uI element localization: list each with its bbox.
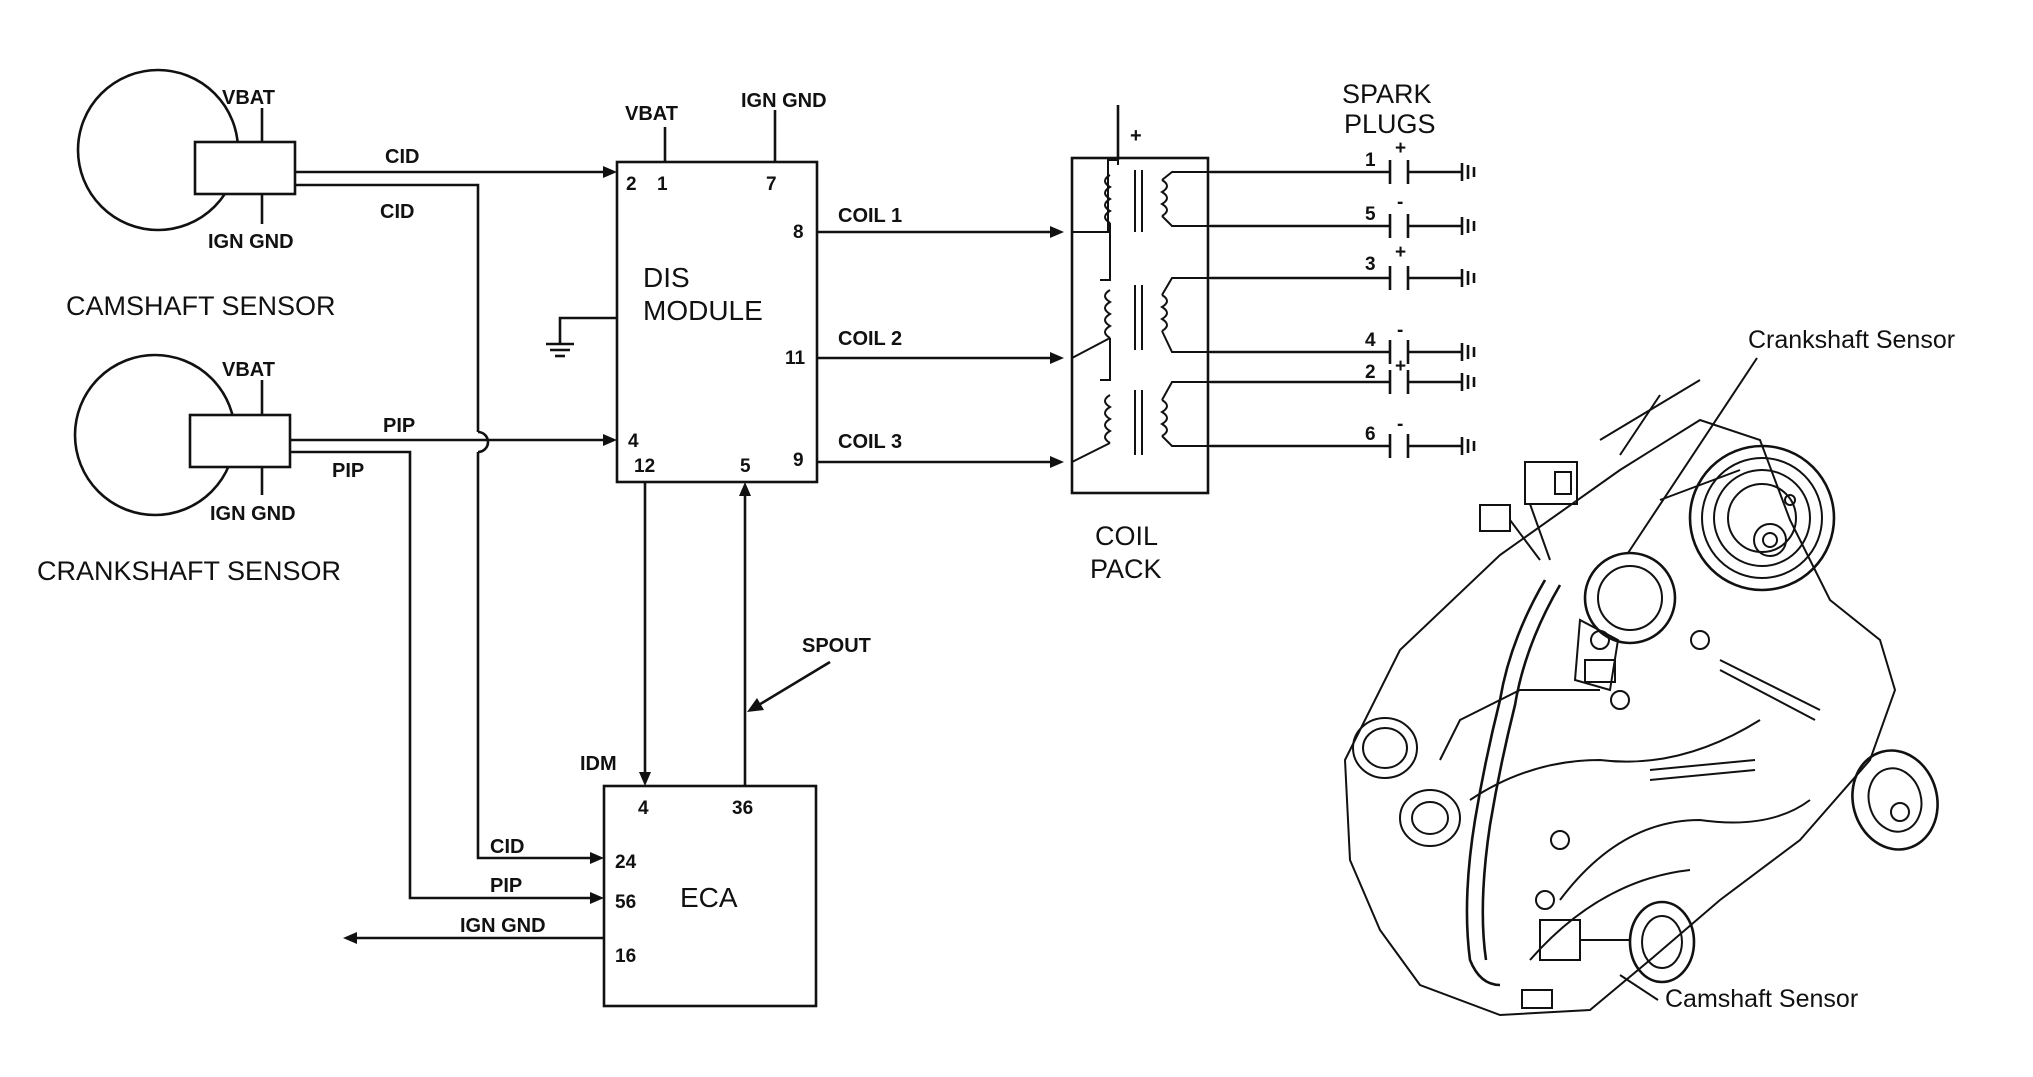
spark-plug-3-polarity: + — [1395, 242, 1406, 263]
dis-module-name-1: DIS — [643, 262, 690, 293]
dis-pin-2: 2 — [626, 174, 637, 195]
spark-plug-4: 4 - — [1210, 320, 1476, 364]
eca-pin-16: 16 — [615, 946, 636, 967]
camshaft-callout-line — [1619, 974, 1659, 1001]
crankshaft-ign-gnd-label: IGN GND — [210, 503, 296, 525]
eca-module: ECA 4 36 24 56 16 IDM SPOUT — [580, 482, 871, 1008]
dis-pin-1: 1 — [657, 174, 668, 195]
eca-pip-input-label: PIP — [490, 875, 522, 897]
coil-pack-label-1: COIL — [1095, 521, 1158, 551]
crankshaft-sensor-callout: Crankshaft Sensor — [1748, 326, 1955, 354]
eca-pin-36: 36 — [732, 798, 753, 819]
coil-pack: + — [1070, 105, 1210, 584]
cam-cid-lower-label: CID — [380, 201, 414, 223]
camshaft-sensor-label: CAMSHAFT SENSOR — [66, 291, 336, 321]
dis-pin-11: 11 — [785, 348, 806, 369]
crankshaft-sensor-label: CRANKSHAFT SENSOR — [37, 556, 341, 586]
spark-plug-6: 6 - — [1210, 414, 1476, 458]
spark-plug-5: 5 - — [1210, 192, 1476, 238]
coil-2-transformer — [1071, 223, 1210, 359]
eca-pin-4: 4 — [638, 798, 649, 819]
eca-pin-24: 24 — [615, 852, 637, 873]
crankshaft-callout-line — [1627, 357, 1758, 554]
spark-plug-1-polarity: + — [1395, 138, 1406, 159]
camshaft-sensor-callout: Camshaft Sensor — [1665, 985, 1858, 1013]
spark-plug-2-polarity: + — [1395, 356, 1406, 377]
coil-wiring: COIL 1 COIL 2 COIL 3 — [817, 205, 1064, 468]
crank-pip-lower-label: PIP — [332, 460, 364, 482]
spark-plug-3: 3 + — [1210, 242, 1476, 290]
spark-plug-1-number: 1 — [1365, 150, 1376, 171]
crank-pip-upper-label: PIP — [383, 415, 415, 437]
spark-plug-2: 2 + — [1210, 356, 1476, 394]
spark-plug-5-polarity: - — [1397, 192, 1403, 213]
dis-vbat-label: VBAT — [625, 103, 678, 125]
camshaft-sensor: VBAT IGN GND CAMSHAFT SENSOR — [66, 68, 336, 321]
engine-illustration: Crankshaft Sensor Camshaft Sensor — [1343, 326, 1955, 1017]
eca-name: ECA — [680, 882, 738, 913]
dis-ign-gnd-label: IGN GND — [741, 90, 827, 112]
eca-pin-56: 56 — [615, 892, 636, 913]
spark-plug-3-number: 3 — [1365, 254, 1376, 275]
spark-plug-4-number: 4 — [1365, 330, 1376, 351]
dis-pin-8: 8 — [793, 222, 804, 243]
sensor-wiring: CID CID PIP PIP CID PIP IGN GND — [290, 146, 617, 944]
coil-1-label: COIL 1 — [838, 205, 902, 227]
dis-pin-12: 12 — [634, 456, 655, 477]
coil-pack-label-2: PACK — [1090, 554, 1162, 584]
cam-cid-upper-label: CID — [385, 146, 419, 168]
spark-plug-6-number: 6 — [1365, 424, 1376, 445]
dis-pin-5: 5 — [740, 456, 751, 477]
eca-ign-gnd-label: IGN GND — [460, 915, 546, 937]
spark-plug-4-polarity: - — [1397, 320, 1403, 341]
spark-plugs: SPARK PLUGS 1 + 5 - — [1210, 79, 1476, 458]
coil-3-transformer — [1071, 338, 1210, 463]
camshaft-ign-gnd-label: IGN GND — [208, 231, 294, 253]
spark-plug-1: 1 + — [1210, 138, 1476, 184]
coil-1-transformer — [1104, 170, 1210, 232]
dis-pin-9: 9 — [793, 450, 804, 471]
idm-label: IDM — [580, 753, 617, 775]
camshaft-vbat-label: VBAT — [222, 87, 275, 109]
crankshaft-vbat-label: VBAT — [222, 359, 275, 381]
dis-pin-4: 4 — [628, 431, 639, 452]
spark-plugs-header-1: SPARK — [1342, 79, 1432, 109]
spark-plug-6-polarity: - — [1397, 414, 1403, 435]
eca-cid-input-label: CID — [490, 836, 524, 858]
coil-pack-plus: + — [1130, 125, 1142, 147]
crankshaft-sensor: VBAT IGN GND CRANKSHAFT SENSOR — [37, 353, 341, 586]
coil-3-label: COIL 3 — [838, 431, 902, 453]
spark-plugs-header-2: PLUGS — [1344, 109, 1436, 139]
dis-module-name-2: MODULE — [643, 295, 763, 326]
dis-module: DIS MODULE VBAT IGN GND 2 1 7 8 11 4 12 … — [546, 90, 827, 484]
spout-label: SPOUT — [802, 635, 871, 657]
coil-2-label: COIL 2 — [838, 328, 902, 350]
spark-plug-2-number: 2 — [1365, 362, 1376, 383]
dis-pin-7: 7 — [766, 174, 777, 195]
spark-plug-5-number: 5 — [1365, 204, 1376, 225]
